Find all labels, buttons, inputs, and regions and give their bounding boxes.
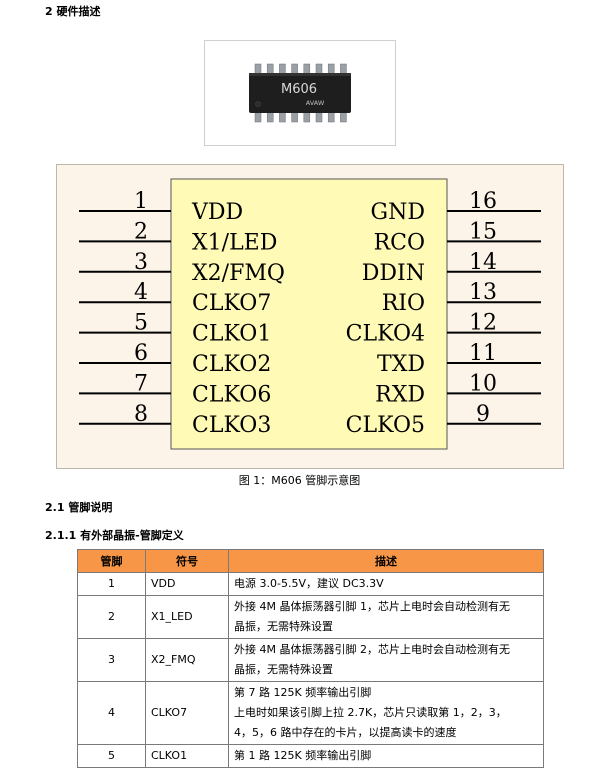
cell-symbol: X2_FMQ [145, 638, 229, 682]
table-header-row: 管脚 符号 描述 [77, 549, 544, 573]
chip-leg [303, 63, 311, 75]
pin-name-left: VDD [191, 200, 243, 225]
pin-name-left: CLKO7 [192, 291, 271, 316]
ic-body [170, 178, 448, 450]
pin-name-left: X1/LED [192, 230, 277, 255]
header-description: 描述 [228, 549, 544, 573]
pin-name-left: CLKO2 [192, 352, 271, 377]
chip-leg [279, 111, 286, 123]
chip-leg [327, 111, 335, 123]
cell-description: 外接 4M 晶体振荡器引脚 1，芯片上电时会自动检测有无晶振，无需特殊设置 [228, 595, 544, 639]
pin-number-left: 2 [134, 219, 148, 244]
figure-caption: 图 1：M606 管脚示意图 [238, 474, 361, 487]
chip-leg [279, 63, 286, 75]
pin-number-left: 8 [134, 402, 148, 427]
description-line: 上电时如果该引脚上拉 2.7K，芯片只读取第 1，2，3， [234, 706, 507, 719]
pin-number-right: 12 [469, 311, 497, 336]
pin-name-right: CLKO4 [346, 322, 425, 347]
cell-description: 第 7 路 125K 频率输出引脚上电时如果该引脚上拉 2.7K，芯片只读取第 … [228, 681, 544, 745]
chip-marking: M606 [281, 82, 317, 97]
section-title: 2 硬件描述 [45, 5, 101, 18]
cell-pin: 3 [77, 638, 146, 682]
pin-number-right: 11 [469, 341, 497, 366]
description-line: 第 7 路 125K 频率输出引脚 [234, 686, 372, 699]
description-line: 第 1 路 125K 频率输出引脚 [234, 749, 372, 762]
chip-leg [340, 111, 347, 123]
description-line: 晶振，无需特殊设置 [234, 620, 333, 633]
pin-name-right: RXD [375, 382, 425, 407]
chip-leg [327, 63, 335, 75]
chip-leg [291, 111, 298, 123]
pin-name-right: RIO [382, 291, 425, 316]
pin-name-left: CLKO6 [192, 382, 271, 407]
pin-name-right: RCO [374, 230, 425, 255]
cell-pin: 4 [77, 681, 146, 745]
description-line: 4，5，6 路中存在的卡片，以提高读卡的速度 [234, 726, 457, 739]
description-line: 晶振，无需特殊设置 [234, 663, 333, 676]
chip-brand: AVAW [306, 99, 325, 107]
pin-name-right: CLKO5 [346, 413, 425, 438]
cell-pin: 2 [77, 595, 146, 639]
subsection-title: 2.1 管脚说明 [45, 501, 113, 514]
pin-name-left: X2/FMQ [192, 261, 285, 286]
chip-image: M606 AVAW [249, 63, 351, 123]
cell-symbol: CLKO7 [145, 681, 229, 745]
pin-number-right: 16 [469, 189, 497, 214]
chip-leg [340, 63, 347, 75]
pin-number-left: 1 [134, 189, 148, 214]
pin-number-left: 7 [134, 371, 148, 396]
pin-name-right: DDIN [362, 261, 425, 286]
pin-number-right: 10 [469, 371, 497, 396]
cell-symbol: X1_LED [145, 595, 229, 639]
chip-leg [254, 111, 262, 123]
header-symbol: 符号 [145, 549, 229, 573]
pin-name-left: CLKO3 [192, 413, 271, 438]
description-line: 电源 3.0-5.5V，建议 DC3.3V [234, 577, 384, 590]
cell-description: 第 1 路 125K 频率输出引脚 [228, 744, 544, 768]
cell-symbol: VDD [145, 572, 229, 596]
subsubsection-title: 2.1.1 有外部晶振-管脚定义 [45, 529, 184, 542]
pin-name-left: CLKO1 [192, 322, 271, 347]
pin-name-right: GND [371, 200, 425, 225]
header-pin: 管脚 [77, 549, 146, 573]
chip-leg [303, 111, 311, 123]
pin-number-right: 15 [469, 219, 497, 244]
description-line: 外接 4M 晶体振荡器引脚 1，芯片上电时会自动检测有无 [234, 600, 510, 613]
chip-photo: M606 AVAW [204, 40, 396, 146]
pin-number-right: 14 [469, 250, 497, 275]
pin-number-left: 6 [134, 341, 148, 366]
cell-pin: 5 [77, 744, 146, 768]
pin-number-left: 3 [134, 250, 148, 275]
pin-name-right: TXD [377, 352, 425, 377]
cell-symbol: CLKO1 [145, 744, 229, 768]
cell-pin: 1 [77, 572, 146, 596]
pin-number-left: 5 [134, 311, 148, 336]
chip-leg [291, 63, 298, 75]
pin-number-right: 13 [469, 280, 497, 305]
pin-number-left: 4 [134, 280, 148, 305]
cell-description: 电源 3.0-5.5V，建议 DC3.3V [228, 572, 544, 596]
chip-leg [315, 63, 323, 75]
chip-leg [254, 63, 262, 75]
cell-description: 外接 4M 晶体振荡器引脚 2，芯片上电时会自动检测有无晶振，无需特殊设置 [228, 638, 544, 682]
chip-leg [266, 63, 274, 75]
description-line: 外接 4M 晶体振荡器引脚 2，芯片上电时会自动检测有无 [234, 643, 510, 656]
chip-leg [315, 111, 323, 123]
chip-leg [266, 111, 274, 123]
pin-number-right: 9 [476, 402, 490, 427]
